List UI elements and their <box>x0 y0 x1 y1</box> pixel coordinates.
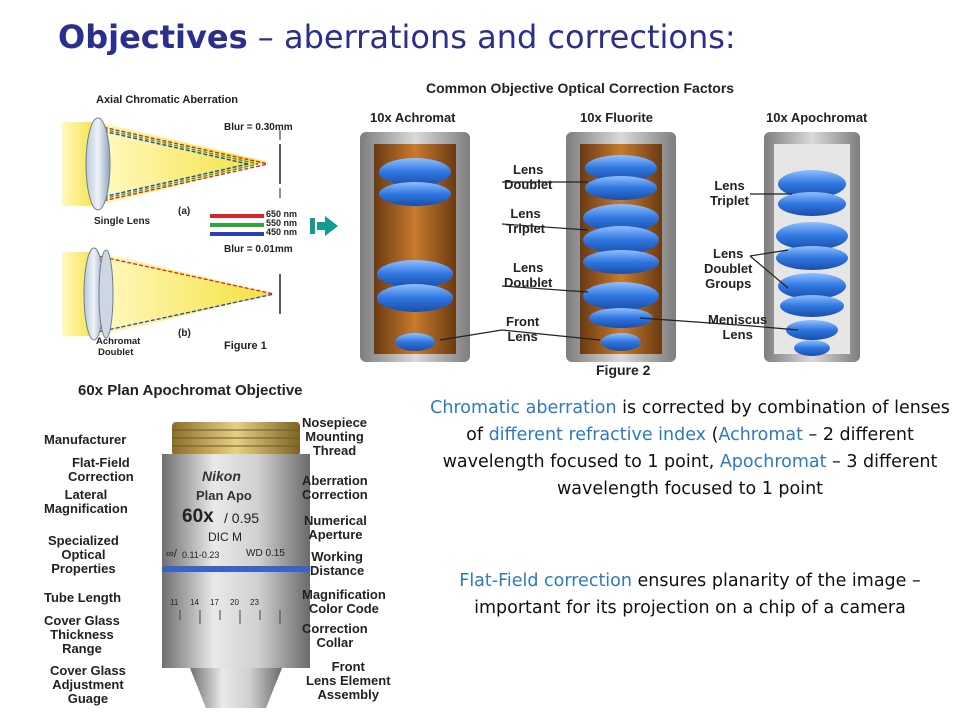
blur-b-label: Blur = 0.01mm <box>224 244 293 255</box>
achromat-label-1: Achromat <box>96 336 141 347</box>
nosepiece-thread <box>172 422 300 456</box>
figure-1-graphic <box>62 117 281 341</box>
figure-1-caption: Figure 1 <box>224 340 267 352</box>
correction-collar <box>162 572 310 668</box>
single-lens-shape <box>85 117 111 211</box>
slide-title: Objectives – aberrations and corrections… <box>58 18 736 56</box>
wavelength-450: 450 nm <box>266 227 298 237</box>
chromatic-paragraph: Chromatic aberration is corrected by com… <box>430 398 950 499</box>
scale-tick-23: 23 <box>250 598 259 607</box>
callout-tube-length: Tube Length <box>44 590 122 605</box>
scale-tick-11: 11 <box>170 598 179 607</box>
title-bold: Objectives <box>58 18 248 56</box>
flat-field-paragraph: Flat-Field correction ensures planarity … <box>459 571 921 618</box>
color-code-ring <box>162 566 310 572</box>
barrel-cover: 0.11-0.23 <box>182 550 220 560</box>
figure-2-caption: Figure 2 <box>596 362 651 378</box>
focused-beam-a <box>98 122 268 206</box>
wavelength-650: 650 nm <box>266 209 298 219</box>
figure-2-correction-factors: Common Objective Optical Correction Fact… <box>340 74 867 384</box>
single-lens-label: Single Lens <box>94 216 151 227</box>
barrel-dic: DIC M <box>208 530 242 544</box>
title-rest: – aberrations and corrections: <box>247 18 736 56</box>
label-b: (b) <box>178 328 191 339</box>
figure-1-chromatic-aberration: Axial Chromatic Aberration Blur = 0.30mm… <box>58 92 308 362</box>
figure-2-graphic <box>360 132 860 362</box>
objective-graphic <box>162 422 310 708</box>
achromat-label-2: Doublet <box>98 347 134 358</box>
apochromat-barrel <box>764 132 860 362</box>
scale-tick-20: 20 <box>230 598 239 607</box>
barrel-wd: WD 0.15 <box>246 548 285 559</box>
front-lens-assembly <box>190 668 282 708</box>
label-a: (a) <box>178 206 191 217</box>
scale-tick-17: 17 <box>210 598 219 607</box>
col-apochromat-label: 10x Apochromat <box>766 110 868 125</box>
figure-1-heading: Axial Chromatic Aberration <box>96 94 239 106</box>
barrel-magnification: 60x <box>182 506 214 527</box>
callout-manufacturer: Manufacturer <box>44 432 127 447</box>
col-achromat-label: 10x Achromat <box>370 110 456 125</box>
barrel-tube: ∞/ <box>166 548 177 560</box>
fluorite-barrel <box>566 132 676 362</box>
barrel-type: Plan Apo <box>196 488 252 503</box>
wavelength-550: 550 nm <box>266 218 298 228</box>
barrel-na: / 0.95 <box>224 510 260 526</box>
barrel-body <box>162 454 310 566</box>
blur-a-label: Blur = 0.30mm <box>224 122 293 133</box>
scale-tick-14: 14 <box>190 598 199 607</box>
leader-lines <box>439 181 799 341</box>
achromat-barrel <box>360 132 470 362</box>
focused-beam-b <box>98 252 274 336</box>
figure-3-heading: 60x Plan Apochromat Objective <box>78 382 303 399</box>
col-fluorite-label: 10x Fluorite <box>580 110 653 125</box>
barrel-brand: Nikon <box>202 468 241 484</box>
arrow-right-icon <box>310 216 338 236</box>
figure-3-plan-apochromat: 60x Plan Apochromat Objective Nikon Plan… <box>40 378 420 718</box>
achromat-lens-2 <box>98 249 114 339</box>
figure-2-heading: Common Objective Optical Correction Fact… <box>426 80 735 96</box>
